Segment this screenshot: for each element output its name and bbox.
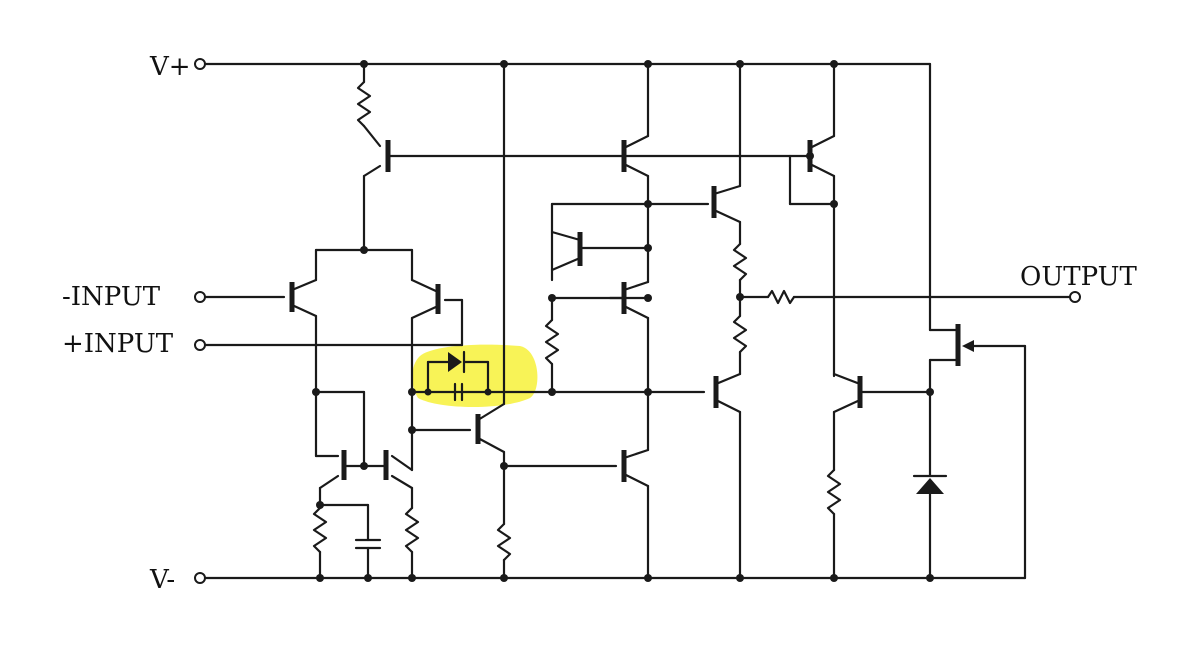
- plus-input-terminal[interactable]: [194, 339, 206, 351]
- input-clamp: [410, 350, 554, 402]
- vplus-label: V+: [150, 52, 191, 82]
- jfet-arrow-icon: [962, 340, 974, 352]
- current-source-left: [356, 62, 812, 252]
- input-diff-pair: [289, 248, 441, 472]
- second-stage: [410, 62, 618, 580]
- vminus-terminal[interactable]: [194, 572, 206, 584]
- minus-input-label: -INPUT: [62, 282, 161, 312]
- plus-input-label: +INPUT: [62, 329, 174, 359]
- diode-icon: [448, 352, 462, 372]
- output-driver: [711, 62, 748, 580]
- plus-input-line: [194, 298, 464, 351]
- vminus-rail: [194, 572, 1027, 584]
- current-source-right: [788, 62, 932, 580]
- gain-stage: [544, 62, 710, 580]
- output-label: OUTPUT: [1020, 262, 1137, 292]
- zener-diode-icon: [916, 478, 944, 494]
- vplus-rail: [194, 58, 932, 332]
- output-jfet: [912, 324, 1027, 580]
- minus-input-line: [194, 291, 286, 303]
- highlight-mark: [412, 344, 538, 407]
- output-line: [740, 289, 1081, 305]
- output-terminal[interactable]: [1069, 291, 1081, 303]
- vminus-label: V-: [150, 565, 176, 595]
- junctions: [312, 60, 934, 582]
- vplus-terminal[interactable]: [194, 58, 206, 70]
- minus-input-terminal[interactable]: [194, 291, 206, 303]
- current-mirror-bottom: [312, 390, 420, 580]
